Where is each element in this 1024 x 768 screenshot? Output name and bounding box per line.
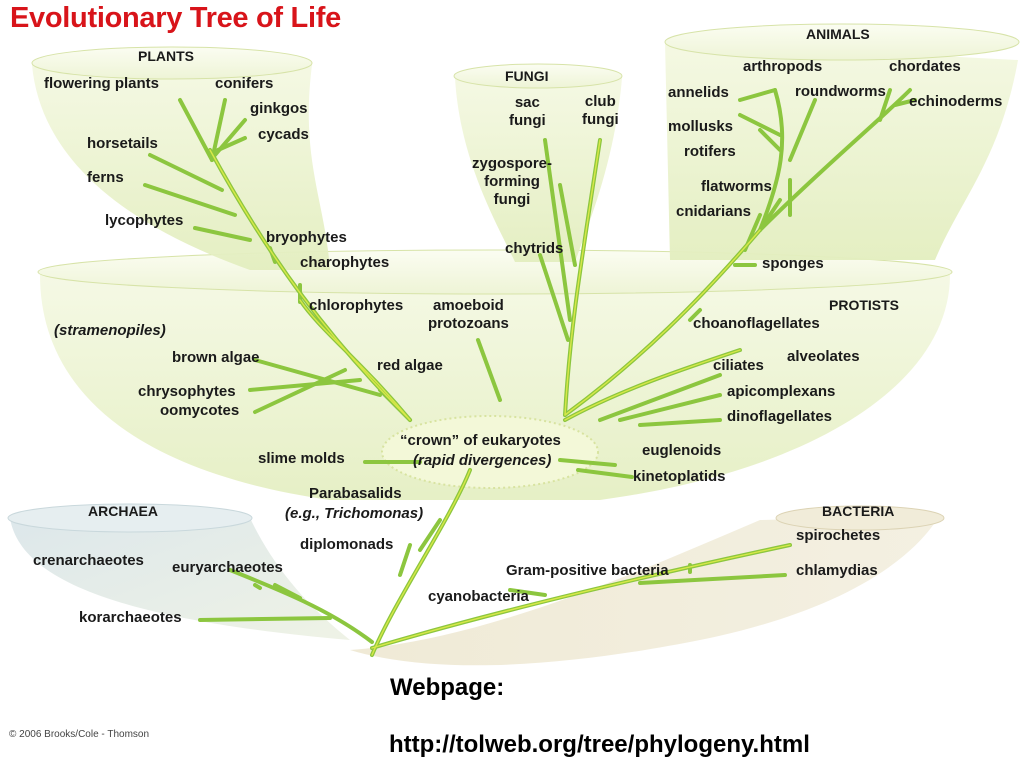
branches <box>143 88 917 657</box>
taxon-roundworms: roundworms <box>795 83 886 100</box>
taxon-zygospore-forming-fungi: zygospore- forming fungi <box>472 155 553 208</box>
animals-region-rim <box>664 23 1020 61</box>
taxon-ferns: ferns <box>87 169 124 186</box>
group-label-archaea: ARCHAEA <box>88 503 158 519</box>
taxon-club-fungi: club fungi <box>582 93 619 128</box>
taxon-horsetails: horsetails <box>87 135 158 152</box>
taxon-lycophytes: lycophytes <box>105 212 184 229</box>
taxon-diplomonads: diplomonads <box>300 536 394 553</box>
taxon-crenarchaeotes: crenarchaeotes <box>33 552 144 569</box>
taxon-dinoflagellates: dinoflagellates <box>727 408 833 425</box>
rapid-divergences-label: (rapid divergences) <box>413 452 552 469</box>
fungi-region-rim <box>453 63 623 89</box>
webpage-url-link[interactable]: http://tolweb.org/tree/phylogeny.html <box>389 731 810 758</box>
group-label-fungi: FUNGI <box>505 68 549 84</box>
taxon-flowering-plants: flowering plants <box>44 75 160 92</box>
taxon-parabasalids: Parabasalids <box>309 485 402 502</box>
group-label-animals: ANIMALS <box>806 26 870 42</box>
taxon-cnidarians: cnidarians <box>676 203 752 220</box>
plants-region-rim <box>31 46 313 80</box>
taxon-oomycotes: oomycotes <box>160 402 240 419</box>
taxon-euglenoids: euglenoids <box>642 442 722 459</box>
taxon-rotifers: rotifers <box>684 143 736 160</box>
taxon-cyanobacteria: cyanobacteria <box>428 588 529 605</box>
crown-ellipse <box>381 415 599 489</box>
webpage-label: Webpage: <box>390 674 505 701</box>
fungi-region <box>455 78 622 262</box>
plants-region <box>32 65 330 270</box>
taxon-stramenopiles: (stramenopiles) <box>54 322 166 339</box>
taxon-mollusks: mollusks <box>668 118 734 135</box>
archaea-region-rim <box>7 503 253 533</box>
page-title: Evolutionary Tree of Life <box>10 2 341 34</box>
taxon-trichomonas: (e.g., Trichomonas) <box>285 505 424 522</box>
group-label-plants: PLANTS <box>138 48 194 64</box>
group-label-protists: PROTISTS <box>829 297 900 313</box>
taxon-slime-molds: slime molds <box>258 450 345 467</box>
taxon-conifers: conifers <box>215 75 274 92</box>
taxon-cycads: cycads <box>258 126 309 143</box>
taxon-brown-algae: brown algae <box>172 349 260 366</box>
taxon-bryophytes: bryophytes <box>266 229 347 246</box>
bacteria-region <box>350 515 940 666</box>
taxon-alveolates: alveolates <box>787 348 860 365</box>
taxon-spirochetes: spirochetes <box>796 527 881 544</box>
taxon-gram-positive-bacteria: Gram-positive bacteria <box>506 562 669 579</box>
taxon-chrysophytes: chrysophytes <box>138 383 236 400</box>
taxon-sac-fungi: sac fungi <box>509 94 546 129</box>
taxon-euryarchaeotes: euryarchaeotes <box>172 559 283 576</box>
taxon-ginkgos: ginkgos <box>250 100 308 117</box>
taxon-chytrids: chytrids <box>505 240 564 257</box>
taxon-echinoderms: echinoderms <box>909 93 1003 110</box>
taxon-chlamydias: chlamydias <box>796 562 878 579</box>
taxon-charophytes: charophytes <box>300 254 390 271</box>
taxon-amoeboid-protozoans: amoeboid protozoans <box>428 297 509 332</box>
taxon-arthropods: arthropods <box>743 58 823 75</box>
taxon-korarchaeotes: korarchaeotes <box>79 609 182 626</box>
taxon-kinetoplatids: kinetoplatids <box>633 468 726 485</box>
taxon-chlorophytes: chlorophytes <box>309 297 404 314</box>
taxon-flatworms: flatworms <box>701 178 772 195</box>
taxon-sponges: sponges <box>762 255 824 272</box>
taxon-ciliates: ciliates <box>713 357 764 374</box>
archaea-region <box>10 518 350 640</box>
taxon-annelids: annelids <box>668 84 729 101</box>
taxon-choanoflagellates: choanoflagellates <box>693 315 820 332</box>
group-label-bacteria: BACTERIA <box>822 503 895 519</box>
copyright-notice: © 2006 Brooks/Cole - Thomson <box>9 729 150 740</box>
bacteria-region-rim <box>775 505 945 531</box>
taxon-apicomplexans: apicomplexans <box>727 383 836 400</box>
taxon-chordates: chordates <box>889 58 961 75</box>
taxon-red-algae: red algae <box>377 357 443 374</box>
crown-of-eukaryotes-label: “crown” of eukaryotes <box>400 432 561 449</box>
